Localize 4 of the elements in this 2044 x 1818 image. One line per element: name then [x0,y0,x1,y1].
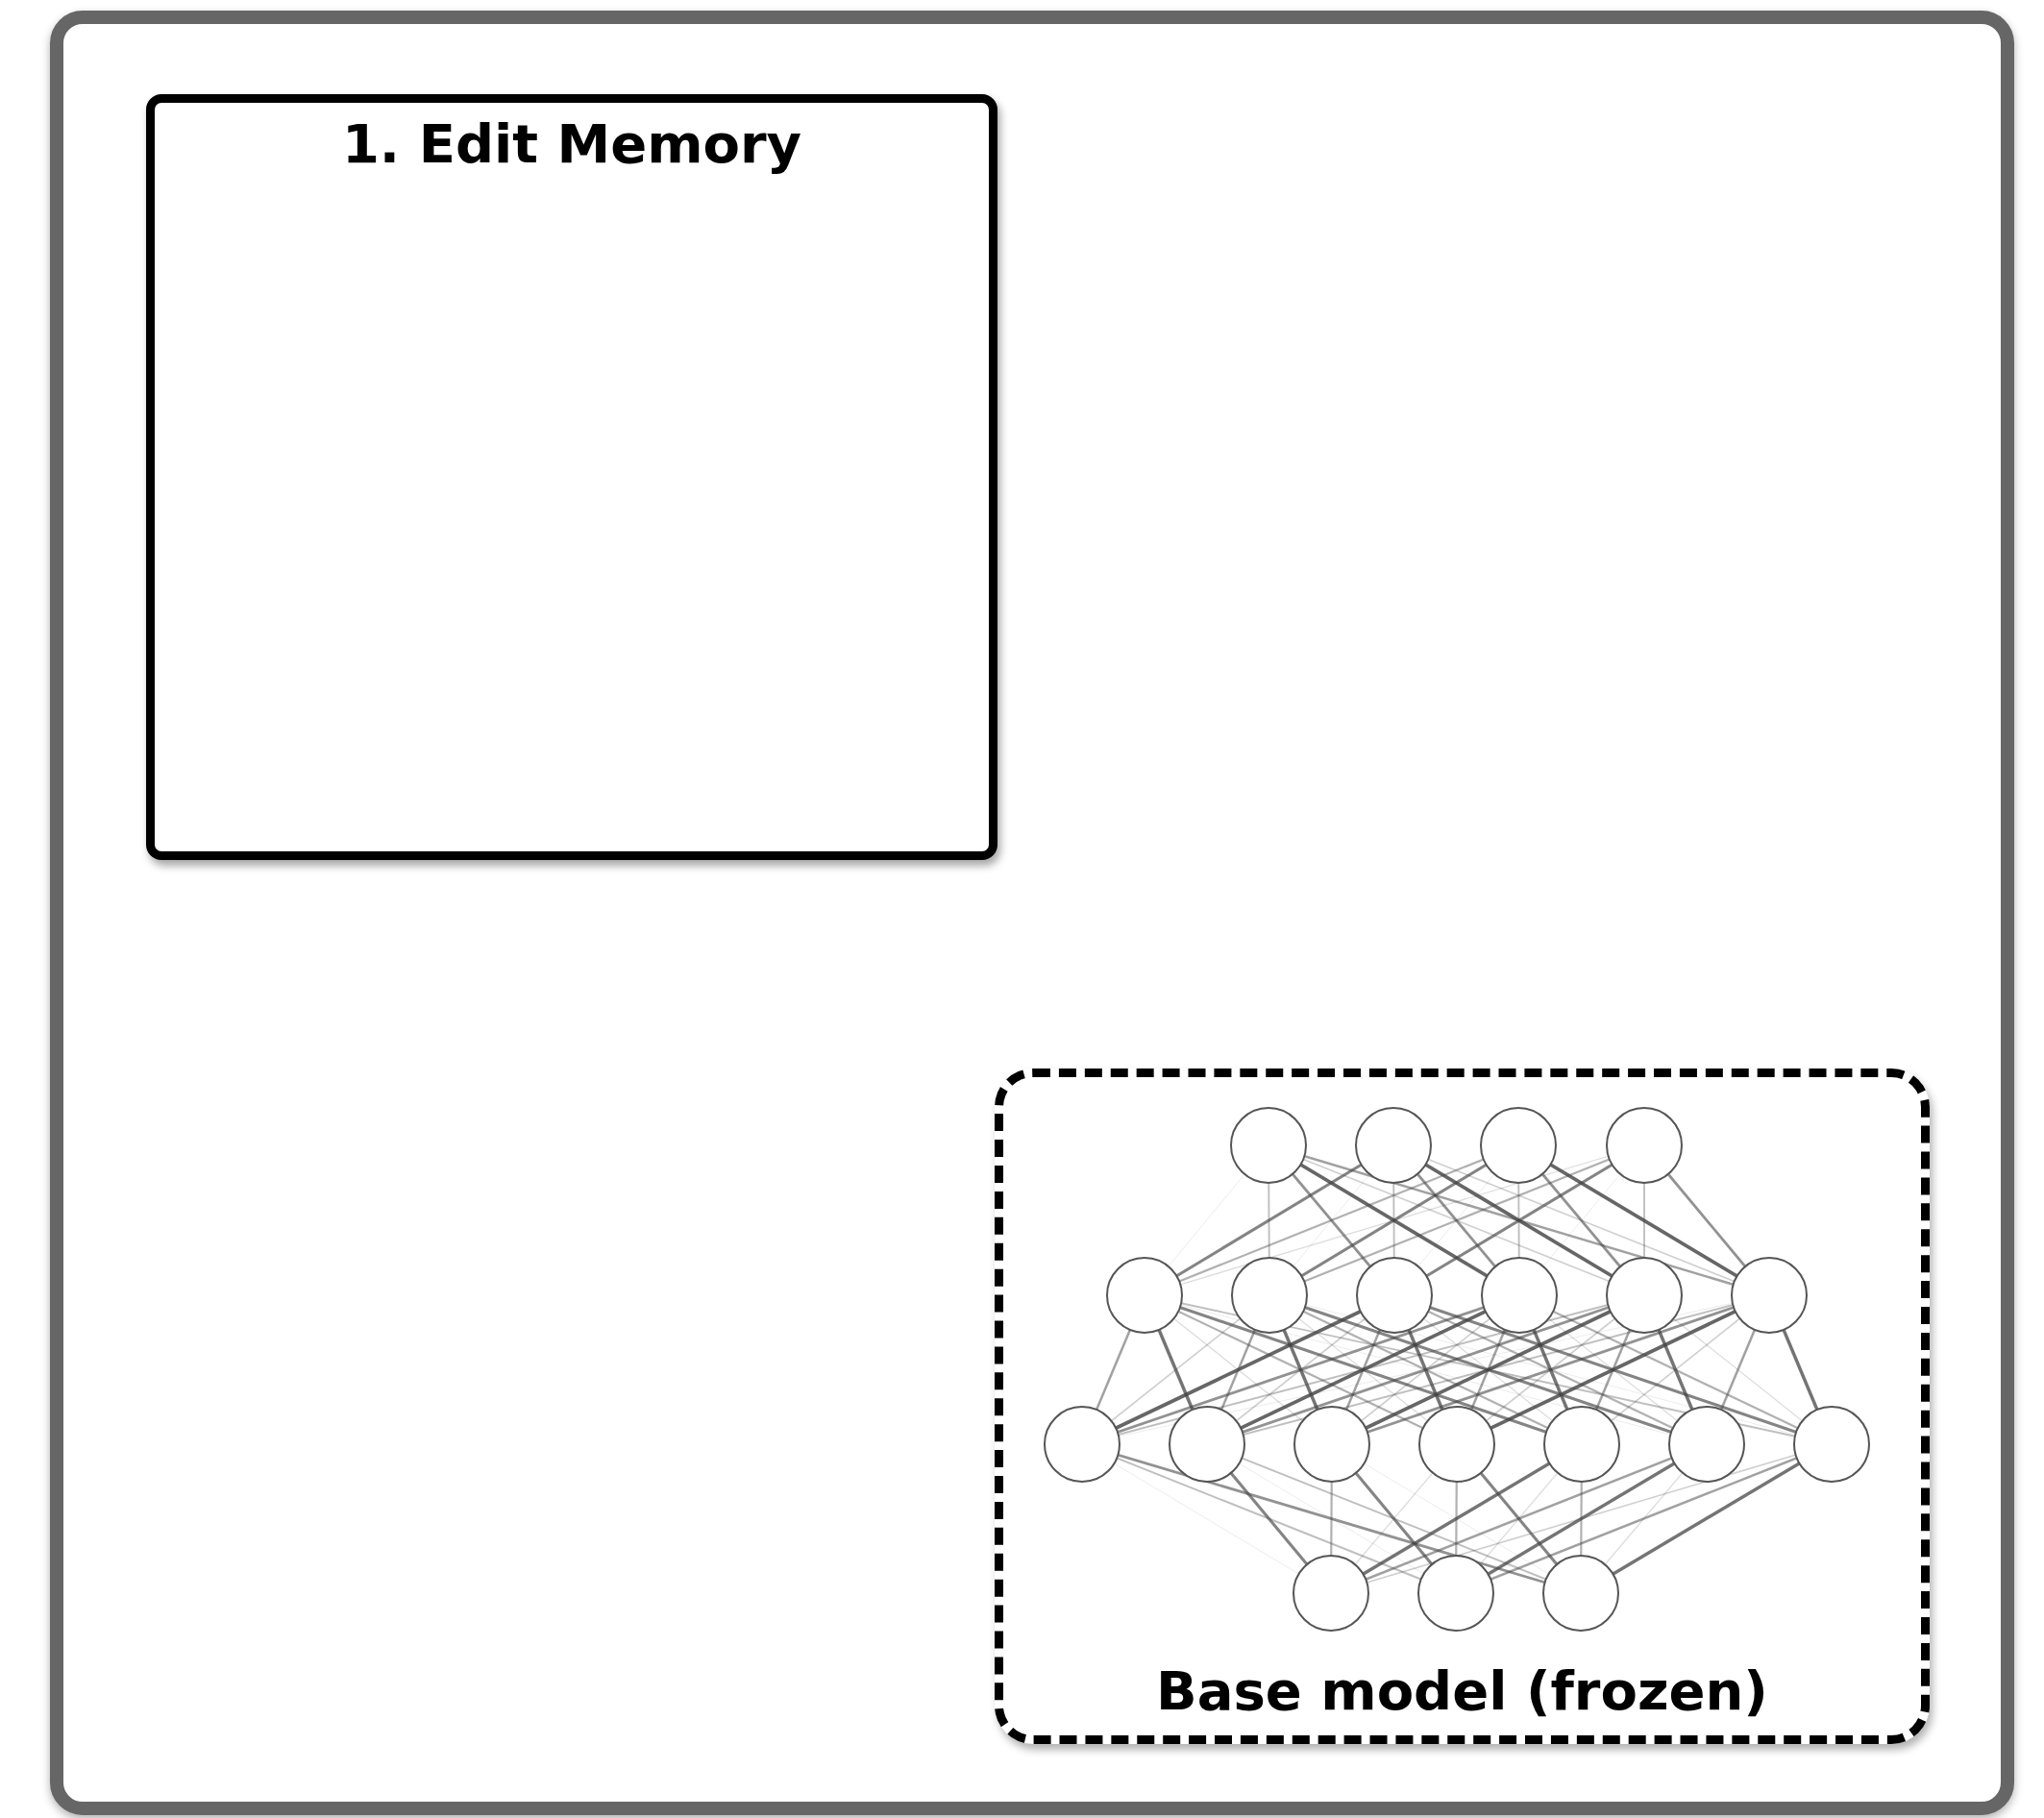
panel-title: 1. Edit Memory [340,112,803,175]
panel-caption: Base model (frozen) [1155,1659,1769,1722]
model-panel [995,1069,1930,1744]
memory-panel [146,94,997,860]
